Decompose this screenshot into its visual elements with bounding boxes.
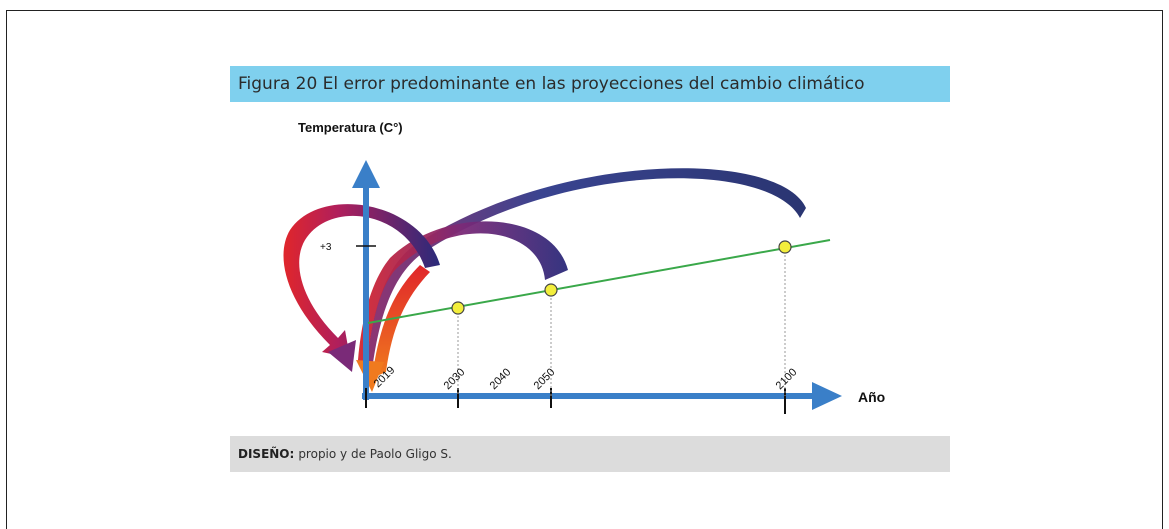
trend-line: [367, 239, 831, 324]
x-tick-labels: 2019 2030 2040 2050 2100: [372, 364, 800, 392]
figure-title: Figura 20 El error predominante en las p…: [238, 74, 865, 94]
credit-bar: DISEÑO: propio y de Paolo Gligo S.: [230, 436, 950, 472]
x-tick-label-2100: 2100: [774, 366, 800, 392]
x-tick-label-2040: 2040: [488, 366, 514, 392]
projection-arrow-2100: [366, 168, 806, 372]
marker-2030: [451, 301, 465, 315]
marker-2050: [544, 283, 558, 297]
arrow-head-left: [328, 340, 356, 372]
y-axis-arrowhead: [352, 160, 380, 188]
projection-arrow-inner: [372, 265, 430, 378]
x-axis-arrowhead: [812, 382, 842, 410]
x-tick-label-2030: 2030: [442, 366, 468, 392]
y-axis-label: Temperatura (C°): [298, 120, 403, 135]
x-axis-label: Año: [858, 389, 885, 405]
marker-2100: [778, 240, 792, 254]
x-tick-label-2050: 2050: [532, 366, 558, 392]
figure-title-bar: Figura 20 El error predominante en las p…: [230, 66, 950, 102]
credit-text: propio y de Paolo Gligo S.: [298, 447, 452, 461]
credit-label: DISEÑO:: [238, 447, 295, 461]
y-tick-label: +3: [320, 242, 332, 253]
